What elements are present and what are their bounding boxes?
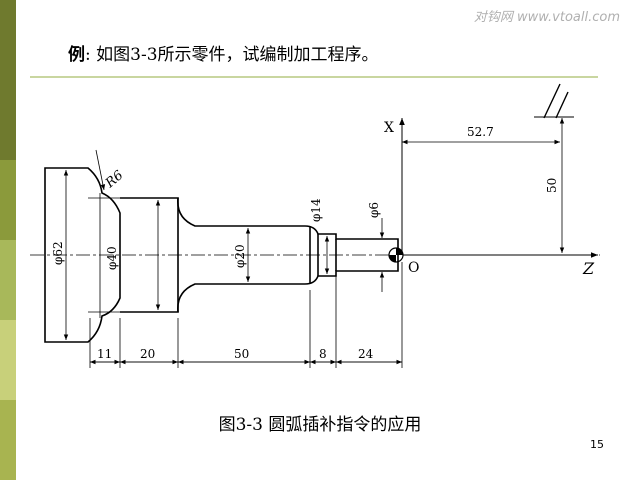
sidebar-stripe: [0, 0, 16, 480]
dim-label-20: 20: [140, 347, 155, 361]
watermark-text: 对钩网 www.vtoall.com: [473, 10, 620, 25]
figure-caption: 图3-3 圆弧插补指令的应用: [218, 415, 422, 435]
dim-label-50: 50: [234, 347, 249, 361]
origin-label: O: [408, 260, 419, 276]
dim-label-24: 24: [358, 347, 374, 361]
tool-start-point-inner: [555, 91, 569, 119]
dim-label-11: 11: [97, 347, 112, 361]
x-axis-label: X: [384, 120, 394, 136]
title-divider: [30, 76, 598, 78]
sidebar-segment-1: [0, 0, 16, 160]
example-heading: 例: 如图3-3所示零件，试编制加工程序。: [68, 40, 379, 65]
dim-label-d20: φ20: [233, 244, 247, 268]
tool-start-point: [543, 83, 561, 119]
dim-label-52-7: 52.7: [467, 125, 494, 139]
z-axis-label: Z: [582, 259, 595, 278]
part-outline: [44, 167, 399, 343]
sidebar-segment-3: [0, 240, 16, 320]
sidebar-segment-4: [0, 320, 16, 400]
dim-label-d14: φ14: [309, 198, 323, 222]
dim-label-d62: φ62: [51, 241, 65, 265]
dim-label-d6: φ6: [367, 202, 381, 218]
dim-label-d40: φ40: [105, 246, 119, 270]
dim-label-8: 8: [319, 347, 327, 361]
dim-label-r6: R6: [102, 168, 126, 192]
example-text: : 如图3-3所示零件，试编制加工程序。: [85, 45, 379, 65]
origin-marker-fill-bottom: [389, 255, 396, 262]
example-keyword: 例: [68, 45, 85, 65]
extension-lines: [89, 262, 403, 368]
dim-label-50-vertical: 50: [545, 178, 559, 193]
sidebar-segment-2: [0, 160, 16, 240]
sidebar-segment-5: [0, 400, 16, 480]
dim-leader-r6: [95, 149, 106, 191]
page-number: 15: [590, 438, 604, 451]
